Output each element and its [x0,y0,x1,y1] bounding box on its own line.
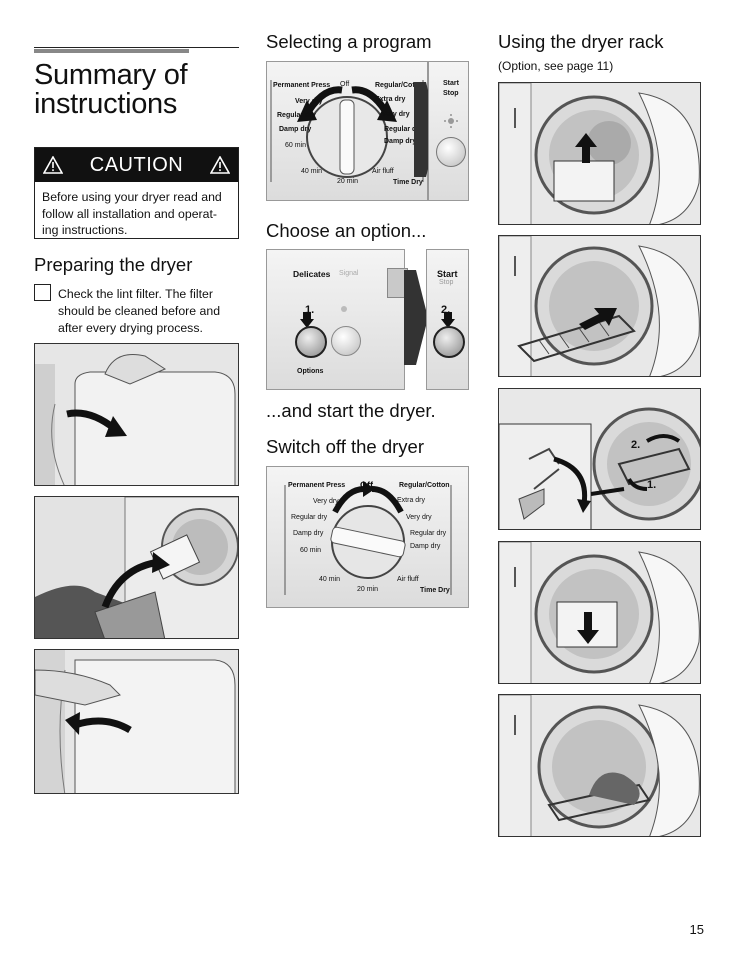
photo-lint-filter [34,496,239,639]
switch-off-heading: Switch off the dryer [266,436,425,457]
indicator-light-icon [444,114,458,128]
label-very-dry-right: Very dry [406,514,432,521]
label-regular-dry-right: Regular dry [384,126,423,133]
selecting-heading: Selecting a program [266,31,432,52]
preparing-heading: Preparing the dryer [34,254,193,275]
dryer-door-illustration [35,344,238,485]
page-title: Summary of instructions [34,59,188,120]
step-1-label: 1. [305,304,315,316]
label-damp-dry-left: Damp dry [279,126,312,133]
delicates-button[interactable] [295,326,327,358]
start-panel: Start Stop 2. [426,249,469,390]
start-stop-button[interactable] [436,137,466,167]
rack-step-2-label: 2. [631,439,641,451]
program-dial-panel: Permanent Press Off Regular/Cotton Very … [266,61,428,201]
options-panel: Delicates Signal 1. Options [266,249,408,390]
label-permanent-press: Permanent Press [273,82,331,89]
caution-text: Before using your dryer read and follow … [42,190,222,237]
label-time-dry: Time Dry [420,587,450,594]
rack-step-1-label: 1. [647,479,657,491]
start-label: Start [437,269,458,279]
label-40-min: 40 min [301,168,323,175]
photo-rack-step-4 [498,541,701,684]
start-dryer-heading: ...and start the dryer. [266,400,436,421]
label-very-dry-left: Very dry [295,98,323,105]
step-2-label: 2. [441,304,451,316]
photo-rack-step-1 [498,82,701,225]
warning-icon [43,156,63,174]
rack-subheading: (Option, see page 11) [498,59,614,73]
caution-box: CAUTION Before using your dryer read and… [34,147,239,239]
title-line-2: instructions [34,88,178,120]
label-40-min: 40 min [319,576,341,583]
label-60-min: 60 min [285,142,307,149]
start-button[interactable] [433,326,465,358]
signal-indicator [341,306,347,312]
filter-reinsert-illustration [499,542,700,683]
warning-icon [210,156,230,174]
label-damp-dry-left: Damp dry [293,530,324,537]
label-very-dry-left: Very dry [313,498,339,505]
off-dial-graphic [284,481,452,595]
start-label: Start [443,80,459,87]
photo-rack-step-5 [498,694,701,837]
signal-label: Signal [339,270,359,277]
start-stop-panel: Start Stop [428,61,469,201]
label-20-min: 20 min [337,178,359,185]
rack-insert-illustration [499,236,700,376]
lint-filter-instruction: Check the lint filter. The filter should… [58,287,221,335]
label-very-dry-right: Very dry [382,111,410,118]
label-20-min: 20 min [357,586,379,593]
off-dial-panel: Permanent Press Off Regular/Cotton Very … [266,466,469,608]
label-off: Off [340,81,350,88]
label-regular-dry-right: Regular dry [410,530,447,537]
label-extra-dry: Extra dry [397,497,426,504]
caution-label: CAUTION [89,153,184,176]
photo-rack-step-2 [498,235,701,377]
title-rule [34,47,239,53]
label-extra-dry: Extra dry [375,96,406,103]
label-time-dry: Time Dry [393,179,423,186]
stop-label: Stop [443,90,459,97]
stop-label: Stop [439,279,454,286]
options-label: Options [297,368,324,375]
label-permanent-press: Permanent Press [288,482,346,489]
rack-filter-remove-illustration [499,83,700,224]
label-air-fluff: Air fluff [372,168,394,175]
photo-open-door [34,343,239,486]
photo-close-door [34,649,239,794]
close-door-illustration [35,650,238,793]
lint-filter-illustration [35,497,238,638]
delicates-label: Delicates [293,269,331,279]
label-air-fluff: Air fluff [397,576,419,583]
label-off: Off [360,480,373,490]
lint-filter-checkbox[interactable] [34,284,51,301]
rack-position-illustration [499,389,700,529]
page-number: 15 [689,922,704,937]
rack-loaded-illustration [499,695,700,836]
title-line-1: Summary of [34,59,188,91]
label-regular-dry-left: Regular dry [277,112,316,119]
label-regular-dry-left: Regular dry [291,514,328,521]
label-regular-cotton: Regular/Cotton [375,82,426,89]
option-heading: Choose an option... [266,220,427,241]
arrow-down-icon [300,312,314,328]
caution-header: CAUTION [35,148,238,182]
arrow-down-icon [441,312,455,328]
signal-button[interactable] [331,326,361,356]
label-damp-dry-right: Damp dry [410,543,441,550]
label-damp-dry-right: Damp dry [384,138,417,145]
photo-rack-step-3: 2. 1. [498,388,701,530]
rack-heading: Using the dryer rack [498,31,664,52]
label-regular-cotton: Regular/Cotton [399,482,450,489]
label-60-min: 60 min [300,547,322,554]
arrow-right-icon [404,270,428,365]
